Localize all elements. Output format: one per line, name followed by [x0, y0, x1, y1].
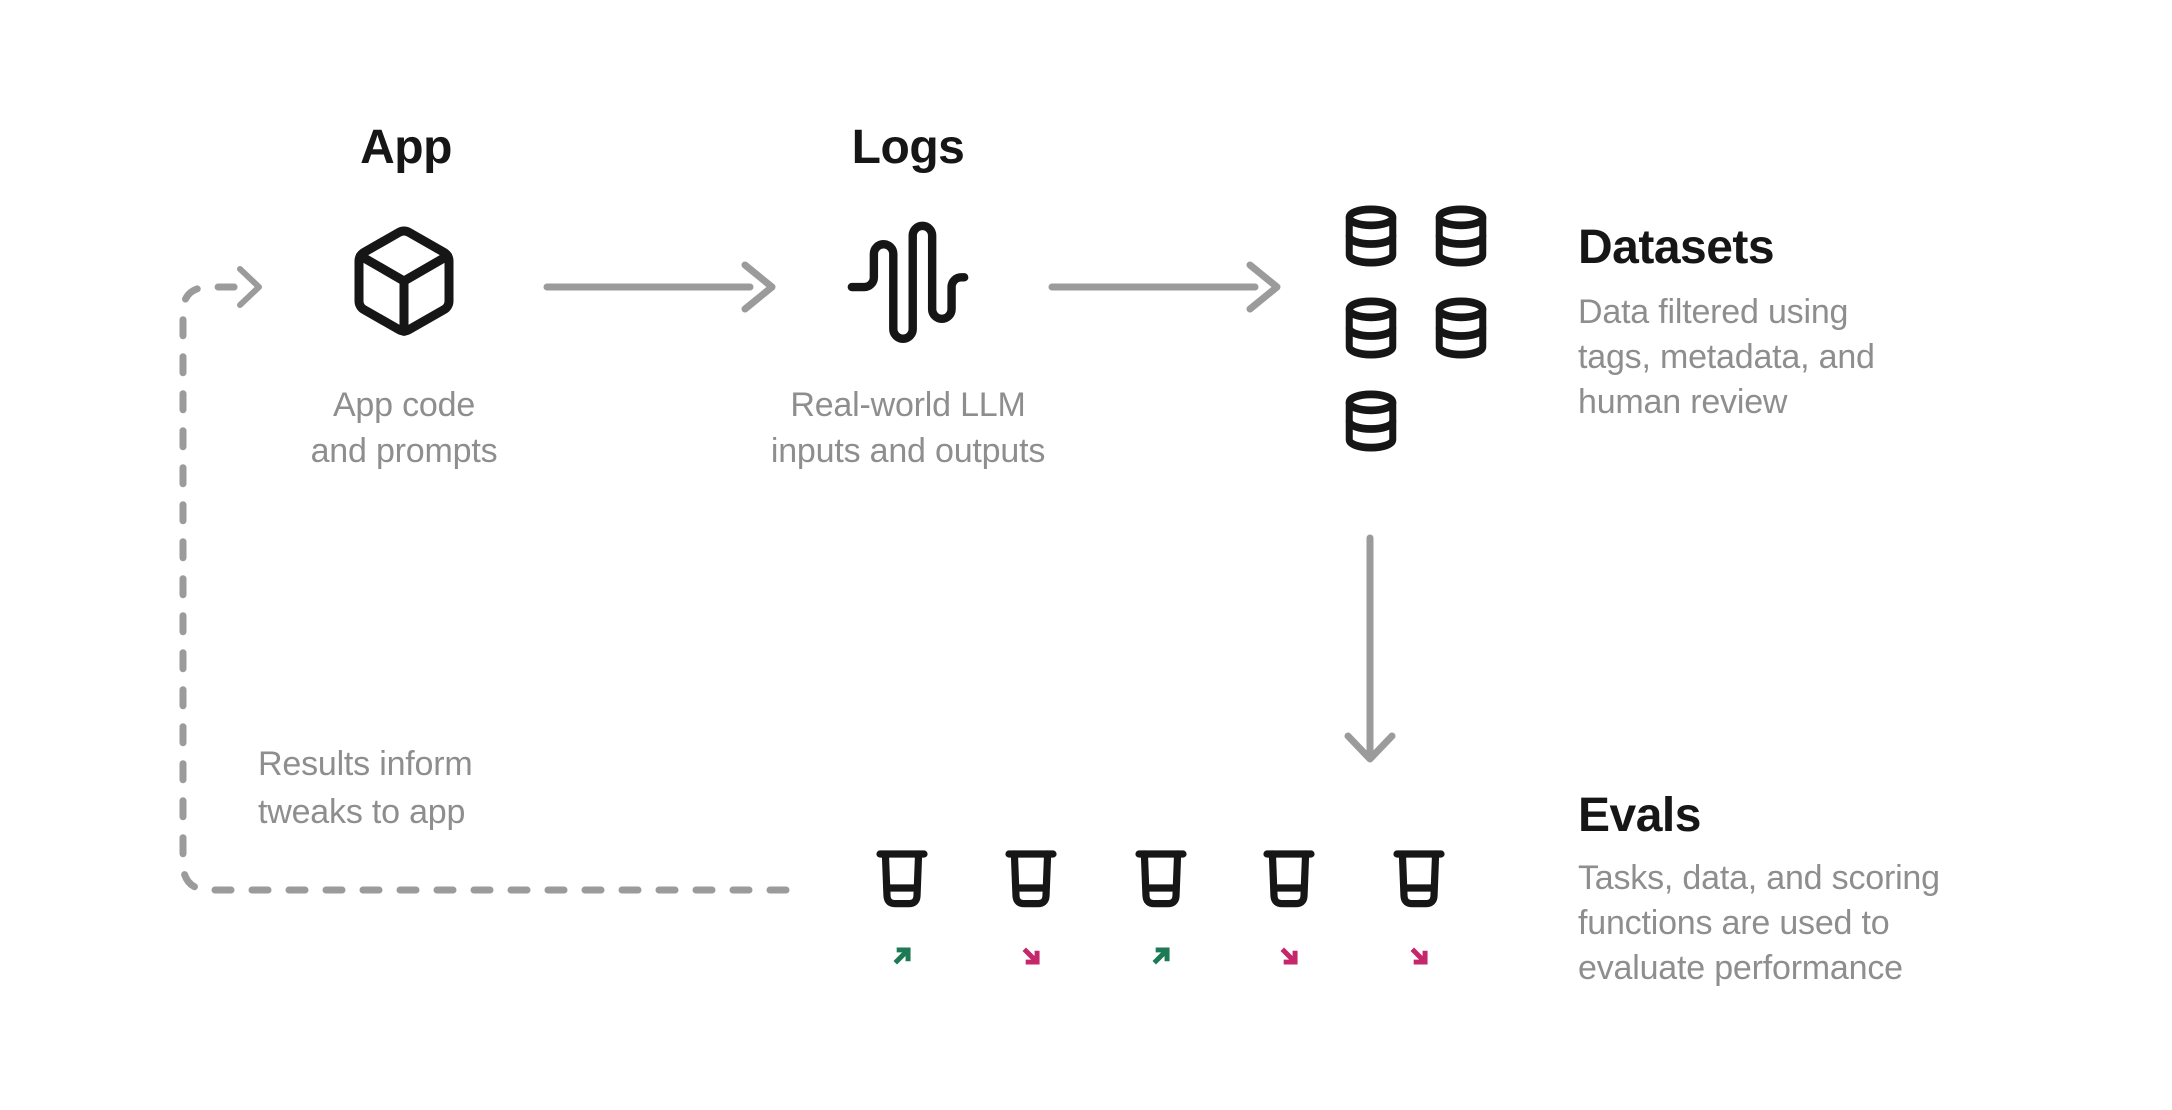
trend-down-icon [1018, 943, 1044, 969]
database-icon [1432, 204, 1490, 268]
feedback-caption-line: Results inform [258, 745, 473, 783]
trend-up-icon [1148, 943, 1174, 969]
logs-title: Logs [851, 121, 965, 174]
trend-up-icon [889, 943, 915, 969]
app-caption-line: App code [332, 386, 476, 424]
trend-down-icon [1406, 943, 1432, 969]
datasets-caption-line: human review [1578, 383, 1788, 421]
database-icon [1342, 204, 1400, 268]
beaker-icon [876, 850, 928, 910]
waveform-icon [843, 218, 973, 344]
datasets-caption-line: tags, metadata, and [1578, 338, 1875, 376]
datasets-title: Datasets [1578, 221, 1775, 274]
database-icon [1342, 389, 1400, 453]
database-icon [1342, 296, 1400, 360]
arrow-datasets-to-evals [1344, 534, 1396, 763]
evals-caption-line: evaluate performance [1578, 949, 1903, 987]
evals-caption-line: functions are used to [1578, 904, 1890, 942]
feedback-loop-dashed-arrow [179, 266, 790, 894]
trend-down-icon [1276, 943, 1302, 969]
logs-caption-line: inputs and outputs [770, 432, 1046, 470]
logs-caption-line: Real-world LLM [790, 386, 1026, 424]
evals-caption-line: Tasks, data, and scoring [1578, 859, 1940, 897]
box-icon [344, 218, 464, 344]
arrow-logs-to-datasets [1048, 261, 1281, 313]
app-caption: App code and prompts [254, 382, 554, 474]
beaker-icon [1005, 850, 1057, 910]
database-icon [1432, 296, 1490, 360]
arrow-app-to-logs [543, 261, 776, 313]
app-title: App [360, 121, 452, 174]
logs-caption: Real-world LLM inputs and outputs [733, 382, 1083, 474]
app-caption-line: and prompts [310, 432, 498, 470]
feedback-caption-line: tweaks to app [258, 793, 466, 831]
evals-title: Evals [1578, 789, 1701, 842]
beaker-icon [1135, 850, 1187, 910]
datasets-caption-line: Data filtered using [1578, 293, 1849, 331]
feedback-loop-caption: Results inform tweaks to app [258, 740, 578, 836]
evals-caption: Tasks, data, and scoring functions are u… [1578, 856, 2172, 991]
datasets-caption: Data filtered using tags, metadata, and … [1578, 290, 2138, 425]
beaker-icon [1263, 850, 1315, 910]
beaker-icon [1393, 850, 1445, 910]
